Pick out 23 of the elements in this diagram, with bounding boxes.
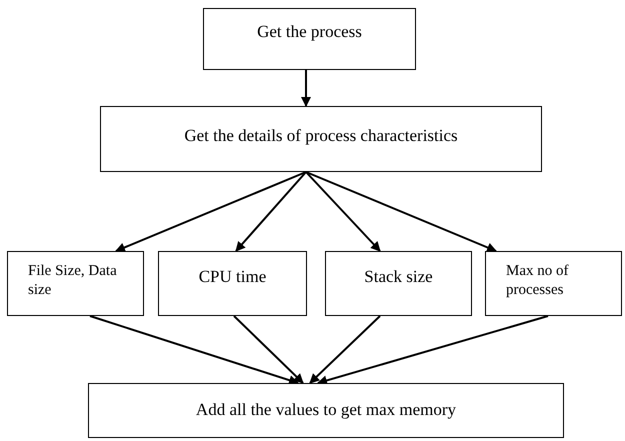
- process-box: [203, 8, 416, 70]
- arrow: [90, 315, 299, 385]
- process-box: [485, 251, 622, 316]
- process-box: [88, 383, 564, 438]
- step-text: Get the process: [256, 21, 363, 42]
- arrow: [235, 171, 307, 252]
- step-text: CPU time: [198, 266, 268, 288]
- step-text: File Size, Data size: [28, 262, 118, 300]
- process-box: [325, 251, 472, 316]
- process-box: [7, 251, 144, 316]
- arrow: [301, 70, 311, 107]
- step-text: Get the details of process characteristics: [183, 125, 459, 146]
- step-text: Add all the values to get max memory: [194, 399, 458, 420]
- arrow: [115, 171, 306, 252]
- step-text: Max no of processes: [506, 262, 570, 300]
- process-box: [158, 251, 307, 316]
- arrow: [233, 315, 304, 384]
- step-text: Stack size: [363, 266, 434, 288]
- process-box: [100, 106, 542, 172]
- arrow: [305, 171, 381, 252]
- arrow: [317, 315, 548, 386]
- arrow: [309, 315, 381, 384]
- arrow: [306, 171, 497, 252]
